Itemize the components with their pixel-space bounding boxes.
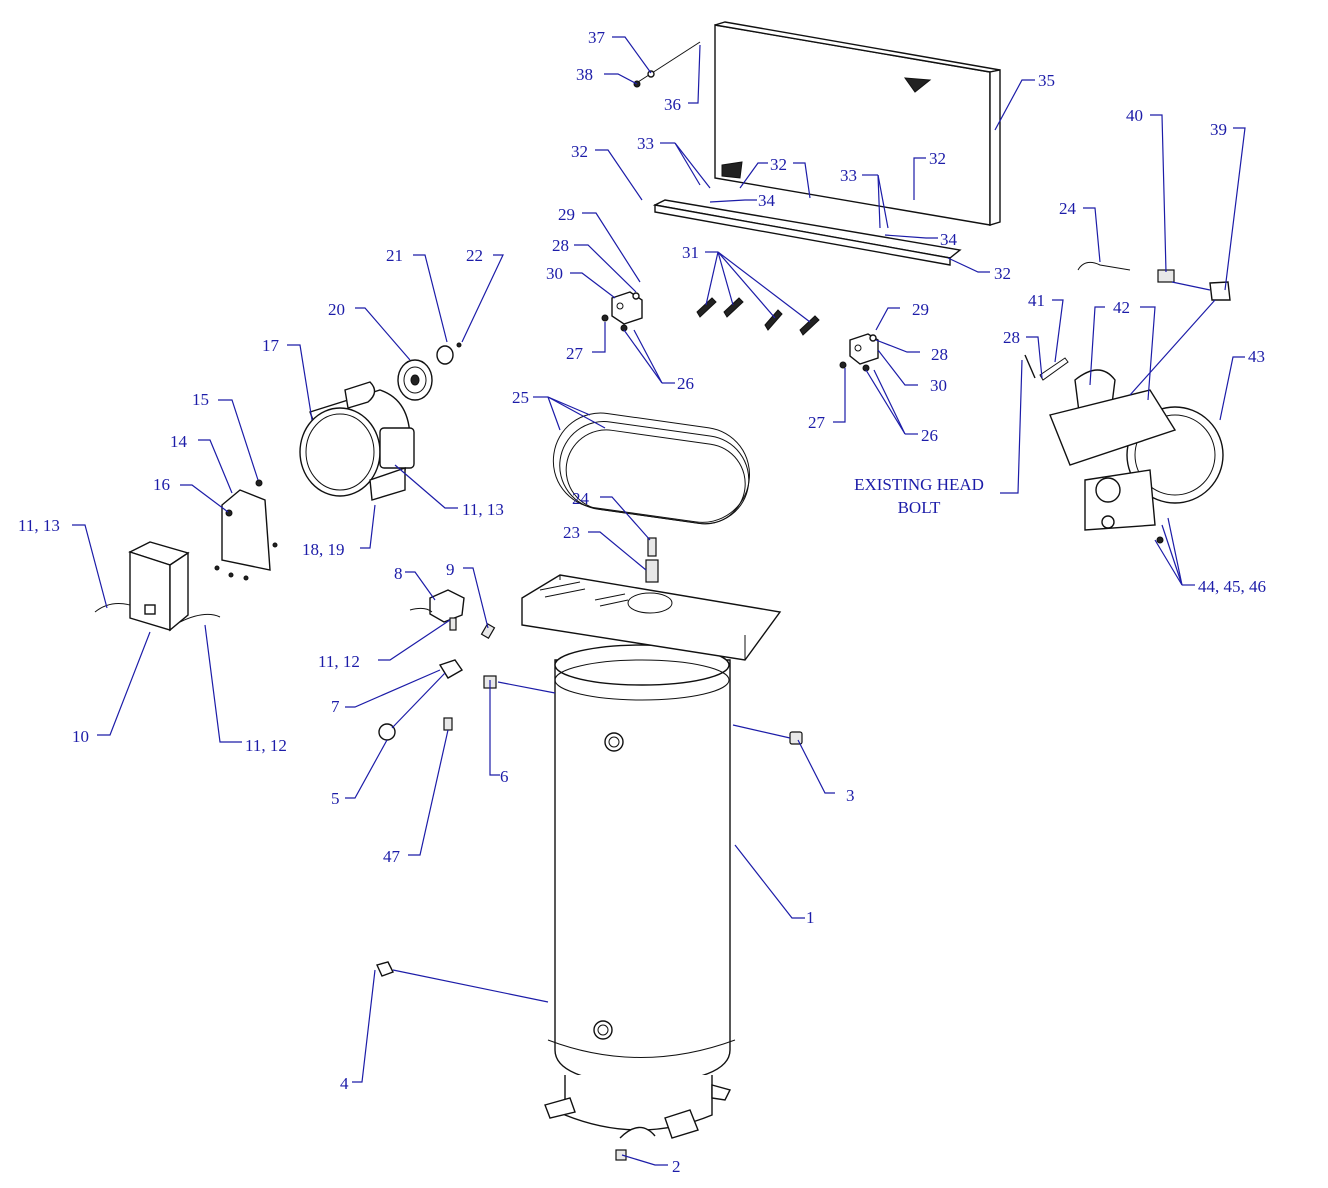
air-tank (544, 644, 736, 1139)
callout-29-left: 29 (558, 205, 575, 224)
callout-33-left: 33 (637, 134, 654, 153)
callout-32-d: 32 (994, 264, 1011, 283)
callout-20: 20 (328, 300, 345, 319)
drain-valve (615, 1149, 627, 1161)
air-compressor-pump (1049, 369, 1224, 544)
callout-4: 4 (340, 1074, 349, 1093)
callout-28-left: 28 (552, 236, 569, 255)
callout-27-left: 27 (566, 344, 584, 363)
callout-16: 16 (153, 475, 170, 494)
callout-11-12-switch: 11, 12 (318, 652, 360, 671)
callout-39: 39 (1210, 120, 1227, 139)
callout-17: 17 (262, 336, 280, 355)
safety-valve (480, 622, 496, 640)
callout-1: 1 (806, 908, 815, 927)
callout-8: 8 (394, 564, 403, 583)
callout-29-right: 29 (912, 300, 929, 319)
callout-42: 42 (1113, 298, 1130, 317)
callout-22: 22 (466, 246, 483, 265)
existing-head-bolt-note: EXISTING HEAD BOLT (854, 475, 984, 517)
callout-44-45-46: 44, 45, 46 (1198, 577, 1266, 596)
callout-labels: 1 2 3 4 5 6 7 8 9 10 11, 12 11, 13 11, 1… (18, 28, 1266, 1176)
callout-34-left: 34 (758, 191, 776, 210)
pump-tube (1077, 261, 1231, 301)
belt-guard (714, 21, 1001, 226)
callout-25: 25 (512, 388, 529, 407)
tank-fitting (645, 537, 659, 583)
callout-33-right: 33 (840, 166, 857, 185)
callout-11-13-left: 11, 13 (18, 516, 60, 535)
callout-27-right: 27 (808, 413, 826, 432)
callout-3: 3 (846, 786, 855, 805)
guard-clips (696, 297, 820, 336)
belt-guard-bracket (652, 199, 962, 266)
drain-cock-4 (376, 961, 394, 977)
callout-7: 7 (331, 697, 340, 716)
callout-31: 31 (682, 243, 699, 262)
callout-30-left: 30 (546, 264, 563, 283)
drive-belts (552, 412, 750, 525)
callout-10: 10 (72, 727, 89, 746)
callout-38: 38 (576, 65, 593, 84)
callout-36: 36 (664, 95, 681, 114)
callout-23: 23 (563, 523, 580, 542)
callout-24-pump: 24 (1059, 199, 1077, 218)
callout-2: 2 (672, 1157, 681, 1176)
callout-28-right: 28 (931, 345, 948, 364)
callout-34-right: 34 (940, 230, 958, 249)
guard-pin (633, 41, 701, 88)
callout-28-bolt: 28 (1003, 328, 1020, 347)
note-line-2: BOLT (898, 498, 941, 517)
callout-24-tank: 24 (572, 489, 590, 508)
pump-mounting-plate (521, 574, 782, 661)
pressure-switch (409, 589, 465, 631)
head-bolt (1024, 354, 1069, 381)
callout-26-left: 26 (677, 374, 694, 393)
motor-pulley (397, 342, 462, 401)
callout-6: 6 (500, 767, 509, 786)
electric-motor (299, 381, 415, 501)
callout-26-right: 26 (921, 426, 938, 445)
plug-3 (789, 731, 803, 745)
note-line-1: EXISTING HEAD (854, 475, 984, 494)
callout-21: 21 (386, 246, 403, 265)
callout-43: 43 (1248, 347, 1265, 366)
callout-32-c: 32 (929, 149, 946, 168)
callout-14: 14 (170, 432, 188, 451)
callout-32-a: 32 (571, 142, 588, 161)
electrical-box (94, 541, 221, 632)
callout-40: 40 (1126, 106, 1143, 125)
callout-18-19: 18, 19 (302, 540, 345, 559)
leader-lines (72, 36, 1246, 1166)
callout-41: 41 (1028, 291, 1045, 310)
callout-32-b: 32 (770, 155, 787, 174)
callout-15: 15 (192, 390, 209, 409)
callout-35: 35 (1038, 71, 1055, 90)
wiring-plate (214, 479, 278, 581)
callout-11-13-motor: 11, 13 (462, 500, 504, 519)
callout-30-right: 30 (930, 376, 947, 395)
bracket-left (601, 291, 643, 332)
bracket-right (839, 333, 879, 372)
callout-37: 37 (588, 28, 606, 47)
callout-5: 5 (331, 789, 340, 808)
callout-11-12-box: 11, 12 (245, 736, 287, 755)
callout-9: 9 (446, 560, 455, 579)
callout-47: 47 (383, 847, 401, 866)
manifold-tee (378, 659, 497, 741)
